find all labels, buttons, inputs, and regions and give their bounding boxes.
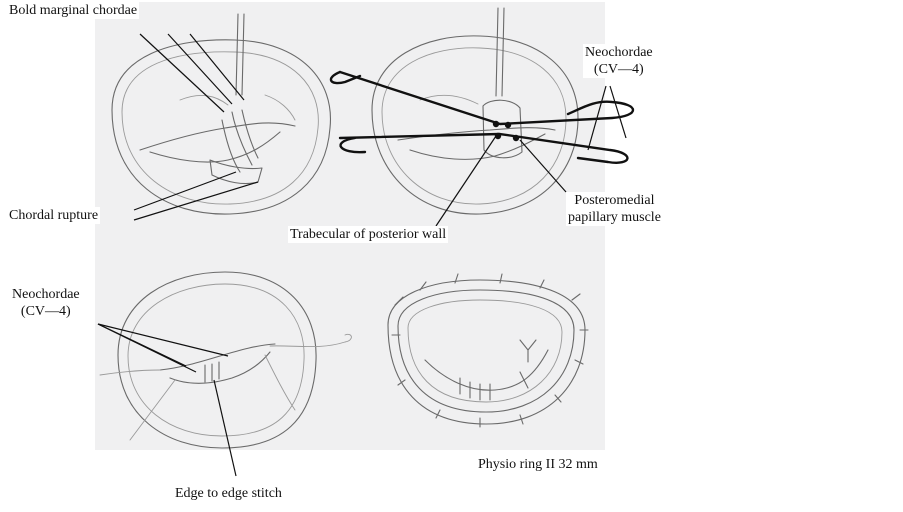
suture-knot bbox=[492, 120, 500, 128]
label-posteromedial-line2: papillary muscle bbox=[568, 210, 661, 225]
suture-knot bbox=[494, 132, 502, 140]
suture-knot bbox=[512, 134, 520, 142]
label-bold-marginal-chordae: Bold marginal chordae bbox=[7, 2, 140, 19]
suture-knot bbox=[504, 121, 512, 129]
label-neochordae-bottom-line2: (CV—4) bbox=[20, 304, 71, 319]
label-neochordae-bottom: Neochordae (CV—4) bbox=[10, 286, 82, 320]
label-physio-ring: Physio ring II 32 mm bbox=[476, 456, 600, 473]
neochordae-threads-top bbox=[329, 70, 634, 164]
valve-sketch-bottom-right bbox=[387, 273, 589, 428]
label-neochordae-bottom-line1: Neochordae bbox=[12, 287, 80, 302]
label-posteromedial-papillary-muscle: Posteromedial papillary muscle bbox=[566, 192, 663, 226]
label-neochordae-top-line1: Neochordae bbox=[585, 45, 653, 60]
label-chordal-rupture: Chordal rupture bbox=[7, 207, 101, 224]
valve-sketch-top-right bbox=[371, 7, 579, 215]
label-neochordae-top: Neochordae (CV—4) bbox=[583, 44, 655, 78]
leader-lines bbox=[97, 33, 627, 477]
label-neochordae-top-line2: (CV—4) bbox=[593, 62, 644, 77]
label-edge-to-edge-stitch: Edge to edge stitch bbox=[173, 485, 284, 502]
label-posteromedial-line1: Posteromedial bbox=[574, 193, 655, 208]
valve-sketch-bottom-left bbox=[99, 271, 352, 449]
label-trabecular-posterior-wall: Trabecular of posterior wall bbox=[288, 226, 449, 243]
